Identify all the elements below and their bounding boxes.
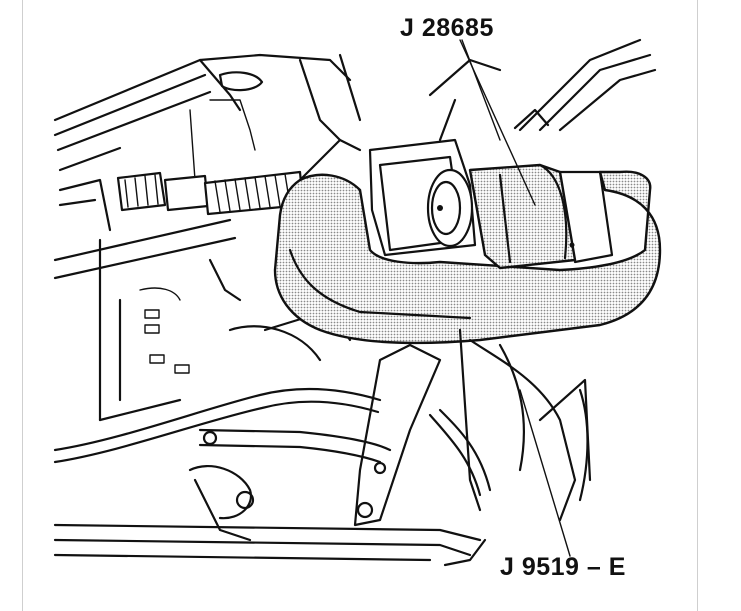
callout-label-top: J 28685: [400, 14, 494, 42]
separator-tool: [188, 343, 442, 542]
steering-knuckle: [443, 328, 592, 567]
receiver-cup: [368, 138, 614, 270]
right-border-line: [697, 0, 698, 611]
left-border-line: [22, 0, 23, 611]
lower-frame-rail: [53, 523, 482, 562]
callout-label-bottom: J 9519 – E: [500, 553, 626, 581]
c-clamp-frame: [273, 170, 662, 345]
brake-hose: [53, 387, 492, 497]
upper-right-body-panel: [428, 38, 657, 142]
leader-line-top-b: [461, 39, 501, 141]
c-clamp-inner-edge: [288, 248, 472, 320]
control-arm: [53, 218, 352, 422]
leader-line-bottom: [519, 389, 571, 557]
upper-left-body-panel: [53, 53, 362, 232]
clamp-top-lip: [298, 138, 362, 182]
forcing-screw: [116, 170, 305, 216]
